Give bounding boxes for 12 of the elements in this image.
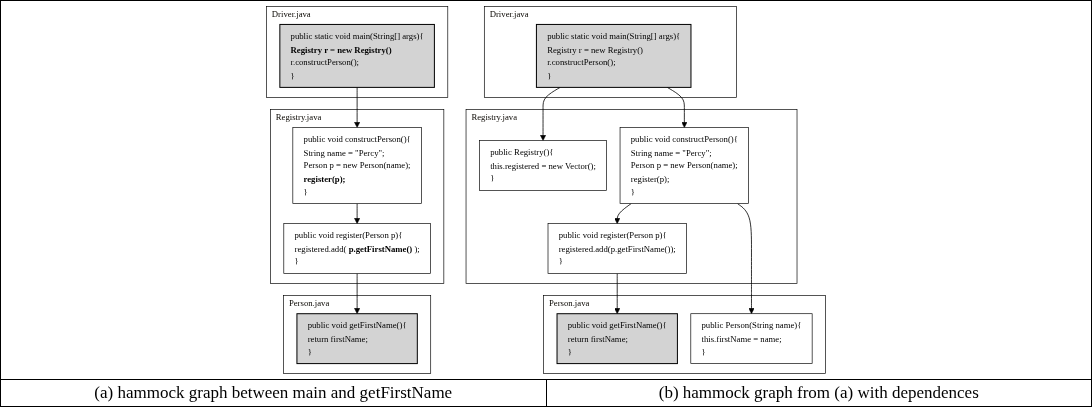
node-box: public void register(Person p){ registered.add(p.getFirstName()); } <box>547 223 687 274</box>
node-box: public Person(String name){ this.firstName = name; } <box>690 313 813 364</box>
node-box: public static void main(String[] args){ Registry r = new Registry() r.constructPerson(); } <box>279 23 435 88</box>
node-box: public static void main(String[] args){ Registry r = new Registry() r.constructPerson(); } <box>535 23 692 88</box>
node-box: public Registry(){ this.registered = new Vector(); } <box>479 140 607 191</box>
panel-caption: (a) hammock graph between main and getFirstName <box>93 382 454 404</box>
node-box: public void getFirstName(){ return firstName; } <box>556 313 678 365</box>
panel-caption: (b) hammock graph from (a) with dependences <box>545 380 1091 406</box>
node-box: public void constructPerson(){ String name = "Percy"; Person p = new Person(name); register(p); } <box>292 127 422 204</box>
node-box: public void getFirstName(){ return firstName; } <box>296 313 418 365</box>
node-box: public void constructPerson(){ String name = "Percy"; Person p = new Person(name); register(p); } <box>619 127 749 204</box>
node-box: public void register(Person p){ registered.add( p.getFirstName() ); } <box>283 223 431 274</box>
